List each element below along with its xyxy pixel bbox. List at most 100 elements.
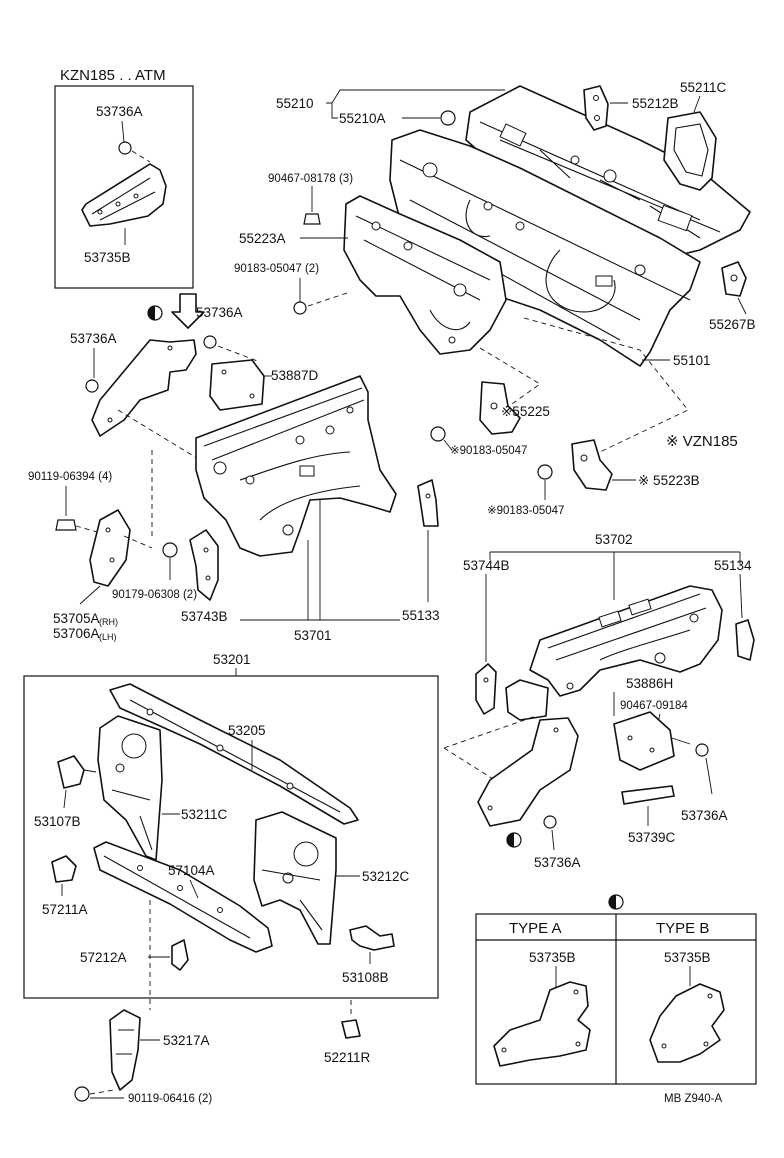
apron-53702	[529, 585, 723, 697]
label-55133: 55133	[402, 608, 440, 623]
label-55210: 55210	[276, 96, 314, 111]
radiator-support-frame	[23, 675, 439, 999]
label-53886H: 53886H	[626, 676, 673, 691]
clip-52211R	[341, 1019, 361, 1039]
label-53706A-suffix: (LH)	[99, 632, 117, 642]
shield-type-b	[649, 983, 725, 1063]
label-55223B: ※ 55223B	[638, 473, 700, 488]
label-53735B-type-a: 53735B	[529, 950, 576, 965]
side-support-53211C	[97, 715, 163, 861]
label-55101: 55101	[673, 353, 711, 368]
radiator-support-group: 53201 53205 53211C 53107B 53212C 57104A	[23, 652, 439, 1010]
bracket-55212B	[583, 85, 609, 131]
bolt-53736A-bottom	[543, 815, 557, 829]
label-90467-08178: 90467-08178 (3)	[268, 173, 353, 185]
bracket-53705A	[89, 509, 131, 587]
bolt-53736A-left	[85, 379, 99, 393]
label-53211C: 53211C	[181, 807, 228, 822]
apron-53702-group: 53702 53744B 55134 53886H 90467-09184 53…	[443, 532, 755, 870]
label-53736A-left: 53736A	[70, 331, 117, 346]
label-53736A-bottom: 53736A	[534, 855, 581, 870]
label-90179-06308: 90179-06308 (2)	[112, 589, 197, 601]
label-53735B-type-b: 53735B	[664, 950, 711, 965]
bolt-90119-06416	[74, 1086, 90, 1102]
dash-inner-55223A	[343, 195, 507, 355]
label-53705A-suffix: (RH)	[99, 617, 118, 627]
bracket-53107B	[57, 755, 85, 789]
clip-90467-08178	[303, 213, 321, 225]
label-90183-05047-a: ※90183-05047	[450, 445, 527, 457]
shield-53735B-main	[91, 339, 197, 437]
seal-53739C	[621, 785, 675, 805]
bracket-53735B-kzn	[81, 163, 167, 227]
vzn185-group: ※55225 ※90183-05047 ※ VZN185 ※ 55223B ※9…	[430, 381, 738, 517]
label-57212A: 57212A	[80, 950, 127, 965]
kzn185-inset-frame	[54, 85, 194, 289]
left-shield-group: 53736A 53736A 53887D	[70, 293, 319, 461]
label-55211C: 55211C	[680, 80, 727, 95]
bracket-53886H	[613, 711, 675, 771]
label-53217A: 53217A	[163, 1033, 210, 1048]
label-90119-06394: 90119-06394 (4)	[28, 471, 112, 483]
label-55212B: 55212B	[632, 96, 679, 111]
bolt-90183-05047-b	[537, 464, 553, 480]
kzn185-inset-title: KZN185 . . ATM	[60, 67, 166, 84]
label-55210A: 55210A	[339, 111, 386, 126]
cowl-panel-group: 55210 55210A 55212B 55211C 90467-08178 (…	[234, 80, 756, 453]
label-53887D: 53887D	[271, 368, 319, 383]
nut-90179-06308	[162, 542, 178, 558]
label-90467-09184: 90467-09184	[620, 700, 688, 712]
label-90183-05047-b: ※90183-05047	[487, 505, 564, 517]
label-55223A: 55223A	[239, 231, 286, 246]
label-53743B: 53743B	[181, 609, 228, 624]
label-53735B-kzn: 53735B	[84, 250, 131, 265]
label-90119-06416: 90119-06416 (2)	[128, 1093, 212, 1105]
shield-53735B-lower	[477, 717, 579, 827]
bracket-53744B	[475, 663, 497, 715]
bracket-53108B	[349, 925, 395, 951]
type-a-header: TYPE A	[509, 920, 562, 937]
bolt-53736A-top	[203, 335, 217, 349]
bracket-57212A	[171, 939, 189, 971]
half-filled-circle-icon-lower-fill	[507, 833, 514, 847]
bracket-55134	[735, 619, 755, 661]
label-53736A-top: 53736A	[196, 305, 243, 320]
diagram-code: MB Z940-A	[664, 1093, 722, 1105]
bracket-55225	[479, 381, 521, 435]
kzn185-inset: KZN185 . . ATM 53736A 53735B	[54, 67, 194, 289]
label-53205: 53205	[228, 723, 266, 738]
label-53201: 53201	[213, 652, 251, 667]
type-b-header: TYPE B	[656, 920, 709, 937]
direction-arrow-icon	[171, 293, 205, 329]
side-support-53212C	[253, 811, 337, 945]
bolt-90119-06394	[55, 519, 77, 531]
label-53736A-kzn: 53736A	[96, 104, 143, 119]
bolt-90183-05047-2	[293, 301, 307, 315]
half-filled-circle-icon-legend-fill	[609, 895, 616, 909]
label-53702: 53702	[595, 532, 633, 547]
bracket-57211A	[51, 855, 77, 883]
label-53108B: 53108B	[342, 970, 389, 985]
bracket-53743B	[189, 529, 219, 601]
label-53705A: 53705A	[53, 611, 100, 626]
label-53107B: 53107B	[34, 814, 81, 829]
label-53706A: 53706A	[53, 626, 100, 641]
bolt-53736A-kzn	[118, 141, 132, 155]
label-53701: 53701	[294, 628, 332, 643]
apron-53701-group: 90119-06394 (4) 90179-06308 (2) 53705A (…	[28, 375, 440, 643]
label-53212C: 53212C	[362, 869, 410, 884]
bracket-55133	[417, 479, 439, 527]
plate-53887D	[209, 359, 265, 411]
clip-55210A	[440, 110, 456, 126]
label-90183-05047-2: 90183-05047 (2)	[234, 263, 319, 275]
label-53744B: 53744B	[463, 558, 510, 573]
label-55267B: 55267B	[709, 317, 756, 332]
label-53736A-right: 53736A	[681, 808, 728, 823]
label-55225: ※55225	[501, 404, 550, 419]
bolt-90183-05047-a	[430, 426, 446, 442]
bolt-53736A-right	[695, 743, 709, 757]
label-55134: 55134	[714, 558, 752, 573]
apron-53702-lower-bracket	[505, 679, 549, 721]
lower-parts-group: 53217A 90119-06416 (2) 52211R	[74, 1000, 371, 1105]
